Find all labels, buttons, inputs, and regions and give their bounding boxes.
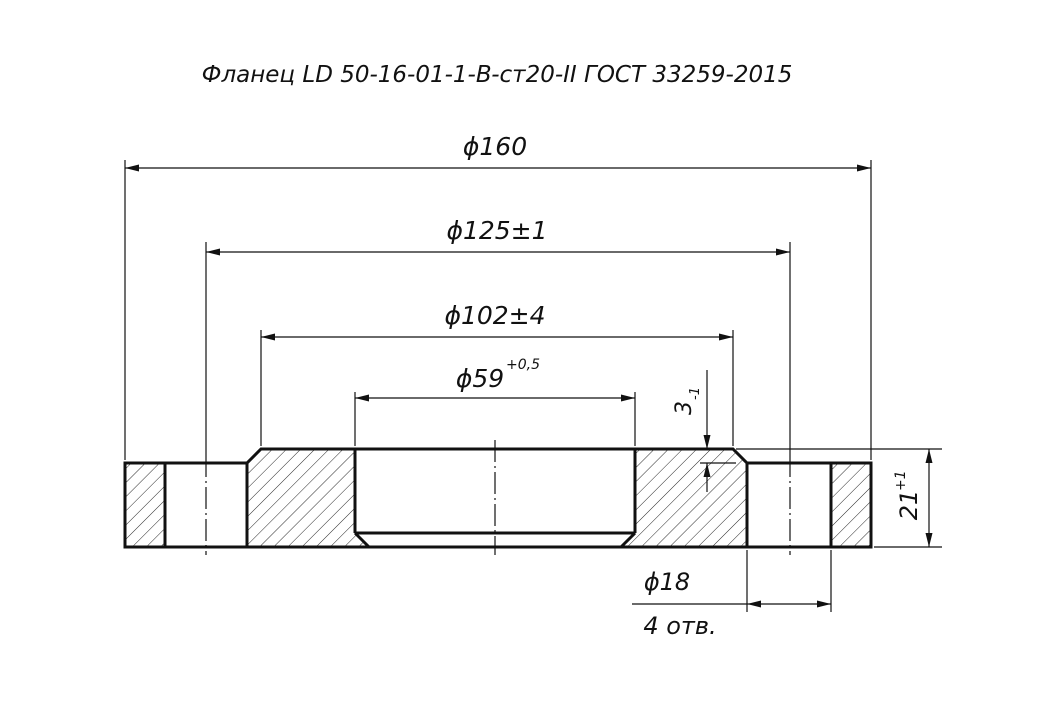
dim-d59-label: ϕ59 <box>456 364 504 393</box>
dim-chamfer-tolerance: -1 <box>688 387 703 400</box>
dim-chamfer-label: 3 <box>672 401 697 415</box>
hole-count-label: 4 отв. <box>643 612 716 640</box>
section-hatching <box>125 449 871 547</box>
flange-outline <box>123 447 873 549</box>
dim-thickness-label: 21 <box>895 490 923 521</box>
dim-d160-label: ϕ160 <box>463 132 527 161</box>
drawing-title: Фланец LD 50-16-01-1-B-ст20-II ГОСТ 3325… <box>202 62 793 88</box>
dim-thickness-tolerance: +1 <box>893 470 909 491</box>
thickness-dim-group: 21 +1 <box>893 470 923 520</box>
dim-d59-tolerance: +0,5 <box>506 357 540 373</box>
dim-d125-label: ϕ125±1 <box>446 216 547 245</box>
chamfer-dim-group: 3 -1 <box>672 387 703 415</box>
extension-lines <box>124 160 942 612</box>
dim-hole-label: ϕ18 <box>644 568 690 596</box>
dim-d102-label: ϕ102±4 <box>444 301 545 330</box>
center-lines <box>205 440 791 555</box>
dimension-lines <box>125 164 933 608</box>
